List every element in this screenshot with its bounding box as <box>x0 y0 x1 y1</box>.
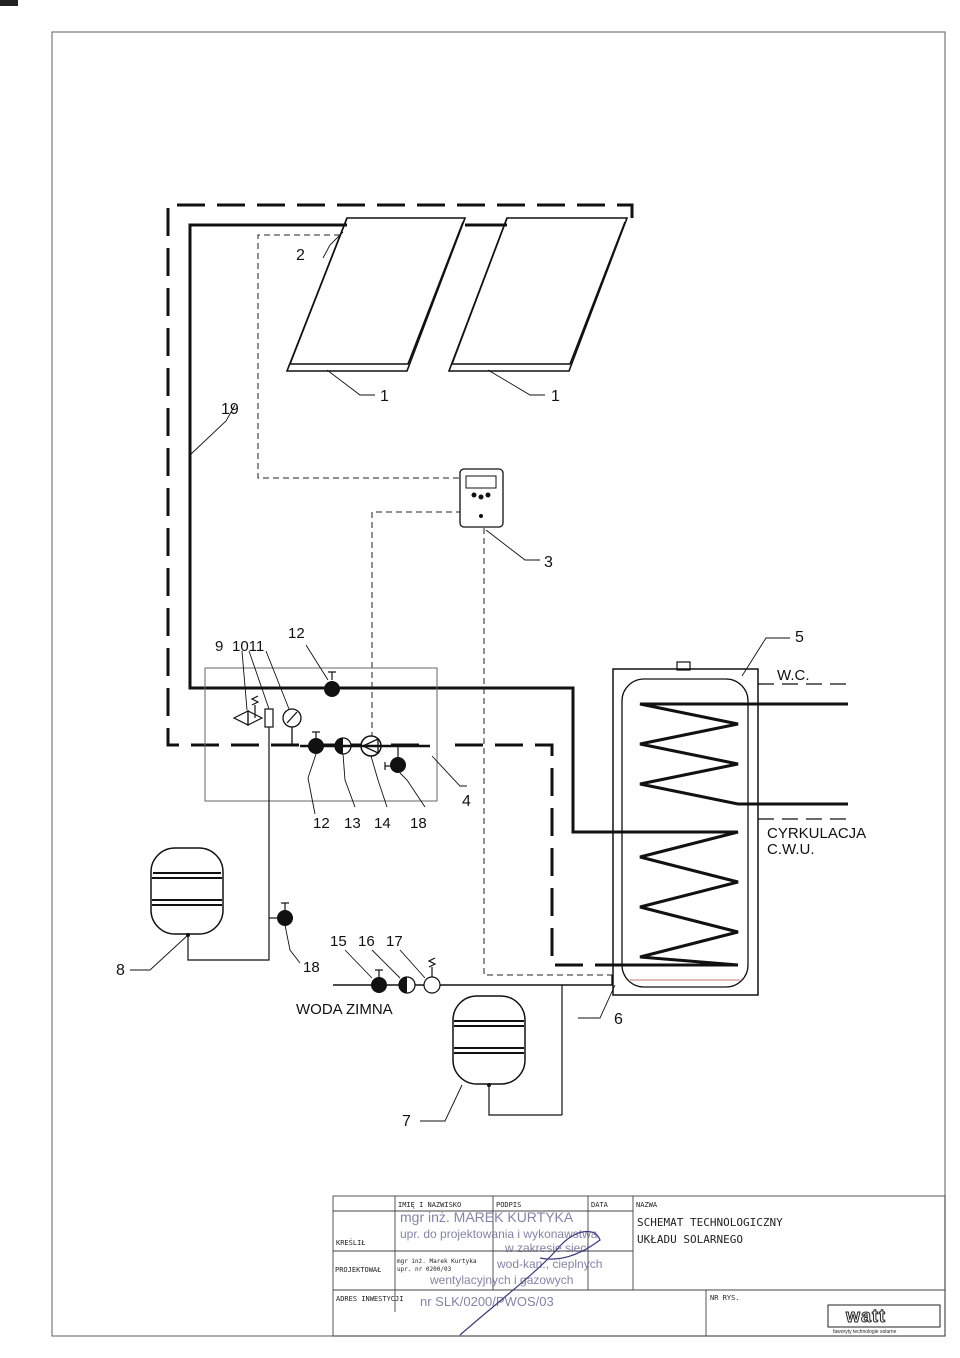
controller-cables <box>371 511 615 976</box>
check-valve-16 <box>398 976 416 994</box>
expansion-vessel-8 <box>150 847 224 937</box>
label-18-station: 18 <box>410 815 427 832</box>
pump-station-housing <box>204 667 438 802</box>
stamp-line-2: upr. do projektowania i wykonawstwa <box>400 1227 598 1241</box>
title-block-grid <box>332 1195 946 1337</box>
label-coil-6: 6 <box>614 1011 623 1028</box>
label-collector-1a: 1 <box>380 388 389 405</box>
solar-supply-pipe <box>188 223 624 834</box>
tb-nr-rys: NR RYS. <box>710 1294 740 1302</box>
solar-collector-2 <box>447 217 629 372</box>
stamp-line-1: mgr inż. MAREK KURTYKA <box>400 1209 574 1225</box>
tb-col-nazwa: NAZWA <box>636 1201 658 1209</box>
vessel-7-connection <box>488 1085 562 1116</box>
tb-col-imie: IMIĘ I NAZWISKO <box>398 1201 461 1209</box>
valve-18-lower <box>269 902 293 926</box>
stamp-line-3: w zakresie sieci <box>504 1241 589 1255</box>
storage-tank-5 <box>612 661 759 996</box>
tb-col-data: DATA <box>591 1201 609 1209</box>
solar-return-pipe <box>166 203 634 967</box>
label-woda-zimna: WODA ZIMNA <box>296 1001 393 1018</box>
tb-uprawnienia: upr. nr 0200/03 <box>397 1266 452 1273</box>
designer-stamp: mgr inż. MAREK KURTYKA upr. do projektow… <box>400 1209 602 1309</box>
tb-nazwa-2: UKŁADU SOLARNEGO <box>637 1233 743 1246</box>
label-vessel-7: 7 <box>402 1113 411 1130</box>
label-18-lower: 18 <box>303 959 320 976</box>
thermometer-10 <box>264 708 274 745</box>
tb-row-projektowal: PROJEKTOWAŁ <box>335 1266 381 1274</box>
label-collector-1b: 1 <box>551 388 560 405</box>
label-19: 19 <box>221 401 239 418</box>
safety-valve-17 <box>423 957 441 994</box>
label-17: 17 <box>386 933 403 950</box>
label-13: 13 <box>344 815 361 832</box>
solar-collector-1 <box>285 217 467 372</box>
valve-12-top <box>324 671 340 697</box>
collector-sensor-cable <box>257 234 462 479</box>
label-12-bottom: 12 <box>313 815 330 832</box>
tank-upper-coil <box>639 702 848 806</box>
leader-lines <box>130 231 790 1122</box>
label-16: 16 <box>358 933 375 950</box>
tb-row-kreslil: KREŚLIŁ <box>336 1238 366 1247</box>
label-10-11: 1011 <box>232 638 264 655</box>
solar-controller <box>459 468 504 528</box>
valve-15 <box>371 969 387 993</box>
tb-row-adres: ADRES INWESTYCJI <box>336 1295 403 1303</box>
label-sensor-2: 2 <box>296 247 305 264</box>
tank-solar-coil-6 <box>615 830 739 967</box>
label-cwu: C.W.U. <box>767 841 815 858</box>
watt-logo: watt faworyty technologie solarne <box>827 1304 941 1335</box>
safety-valve-9 <box>232 695 264 726</box>
stamp-line-5: wentylacyjnych i gazowych <box>429 1273 573 1287</box>
signature <box>459 1230 601 1336</box>
label-9: 9 <box>215 638 223 655</box>
label-14: 14 <box>374 815 391 832</box>
manometer-11 <box>282 708 302 745</box>
label-vessel-8: 8 <box>116 962 125 979</box>
label-12-top: 12 <box>288 625 305 642</box>
valve-12-bottom <box>308 731 324 754</box>
label-station-4: 4 <box>462 793 471 810</box>
stamp-line-4: wod-kan., cieplnych <box>496 1257 602 1271</box>
tb-projektant: mgr inż. Marek Kurtyka <box>397 1258 477 1265</box>
label-15: 15 <box>330 933 347 950</box>
label-tank-5: 5 <box>795 629 804 646</box>
tb-col-podpis: PODPIS <box>496 1201 521 1209</box>
drain-valve-18-station <box>384 746 406 773</box>
corner-mark <box>0 0 18 6</box>
stamp-line-6: nr SLK/0200/PWOS/03 <box>420 1294 554 1309</box>
logo-tagline: faworyty technologie solarne <box>833 1329 897 1335</box>
label-controller-3: 3 <box>544 554 553 571</box>
label-cyrkulacja: CYRKULACJA <box>767 825 866 842</box>
label-wc: W.C. <box>777 667 810 684</box>
tb-nazwa-1: SCHEMAT TECHNOLOGICZNY <box>637 1216 783 1229</box>
logo-text: watt <box>845 1306 886 1326</box>
expansion-line <box>187 745 270 961</box>
expansion-vessel-7 <box>452 995 526 1087</box>
